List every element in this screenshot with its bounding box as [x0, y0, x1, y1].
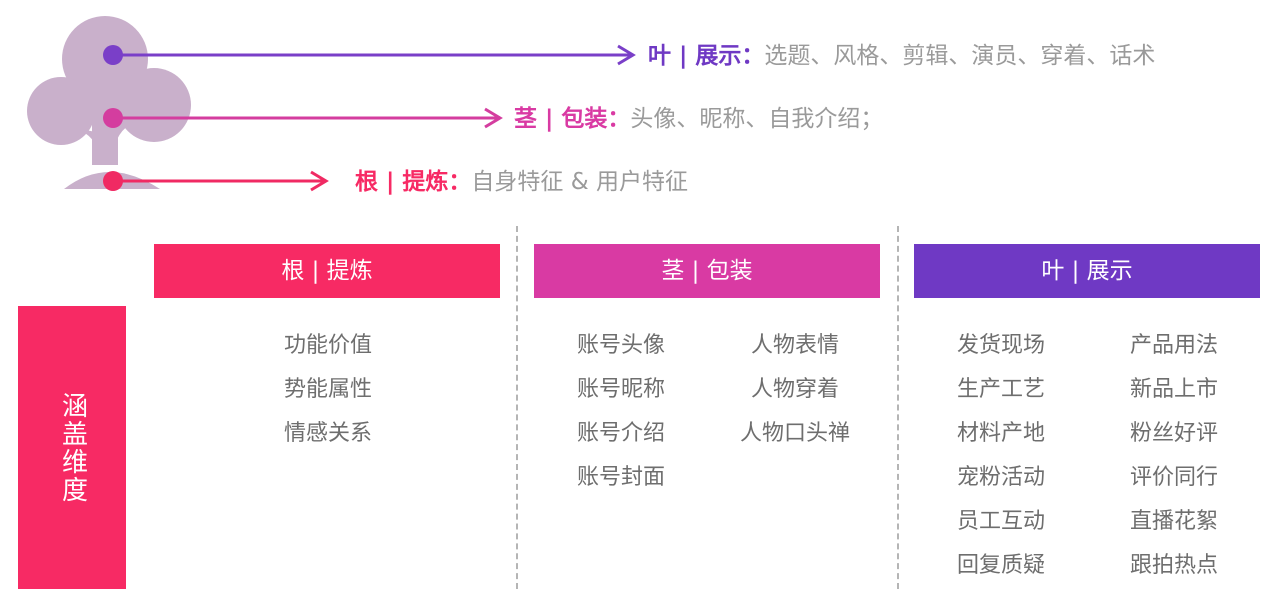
leaf-pointer-arrow: [102, 44, 637, 66]
list-item: 跟拍热点: [1129, 553, 1218, 578]
leaf-pointer-text: 叶 | 展示：选题、风格、剪辑、演员、穿着、话术: [648, 41, 1155, 71]
list-item: 账号昵称: [576, 377, 665, 402]
list-item: 账号介绍: [576, 421, 665, 446]
stem-items-right: 人物表情 人物穿着 人物口头禅: [725, 330, 865, 462]
list-item: 材料产地: [956, 421, 1045, 446]
list-item: 人物口头禅: [739, 421, 850, 446]
stem-pointer-label: 茎 | 包装：: [514, 106, 631, 132]
list-item: 账号头像: [576, 333, 665, 358]
list-item: 直播花絮: [1129, 509, 1218, 534]
list-item: 势能属性: [283, 377, 372, 402]
leaf-column-header: 叶 | 展示: [914, 244, 1260, 298]
list-item: 生产工艺: [956, 377, 1045, 402]
list-item: 新品上市: [1129, 377, 1218, 402]
list-item: 功能价值: [283, 333, 372, 358]
list-item: 员工互动: [956, 509, 1045, 534]
root-pointer-desc: 自身特征 & 用户特征: [471, 169, 688, 195]
list-item: 人物表情: [750, 333, 839, 358]
tree-icon: [27, 16, 191, 189]
root-pointer-arrow: [102, 170, 330, 192]
leaf-items-left: 发货现场 生产工艺 材料产地 宠粉活动 员工互动 回复质疑: [933, 330, 1069, 594]
root-column-header: 根 | 提炼: [154, 244, 500, 298]
leaf-pointer-label: 叶 | 展示：: [648, 43, 765, 69]
stem-pointer-text: 茎 | 包装：头像、昵称、自我介绍；: [514, 104, 883, 134]
list-item: 评价同行: [1129, 465, 1218, 490]
list-item: 产品用法: [1129, 333, 1218, 358]
list-item: 宠粉活动: [956, 465, 1045, 490]
stem-items-left: 账号头像 账号昵称 账号介绍 账号封面: [553, 330, 689, 506]
root-items: 功能价值 势能属性 情感关系: [260, 330, 396, 462]
list-item: 账号封面: [576, 465, 665, 490]
coverage-side-bar: 涵盖维度: [18, 306, 126, 589]
list-item: 情感关系: [283, 421, 372, 446]
list-item: 发货现场: [956, 333, 1045, 358]
list-item: 回复质疑: [956, 553, 1045, 578]
coverage-side-label: 涵盖维度: [57, 391, 88, 504]
leaf-pointer-desc: 选题、风格、剪辑、演员、穿着、话术: [764, 43, 1156, 69]
stem-pointer-desc: 头像、昵称、自我介绍；: [630, 106, 884, 132]
root-pointer-label: 根 | 提炼：: [355, 169, 472, 195]
stem-pointer-arrow: [102, 107, 504, 129]
list-item: 粉丝好评: [1129, 421, 1218, 446]
leaf-items-right: 产品用法 新品上市 粉丝好评 评价同行 直播花絮 跟拍热点: [1106, 330, 1242, 594]
root-pointer-text: 根 | 提炼：自身特征 & 用户特征: [355, 167, 688, 197]
list-item: 人物穿着: [750, 377, 839, 402]
column-divider: [897, 226, 899, 589]
column-divider: [516, 226, 518, 589]
stem-column-header: 茎 | 包装: [534, 244, 880, 298]
